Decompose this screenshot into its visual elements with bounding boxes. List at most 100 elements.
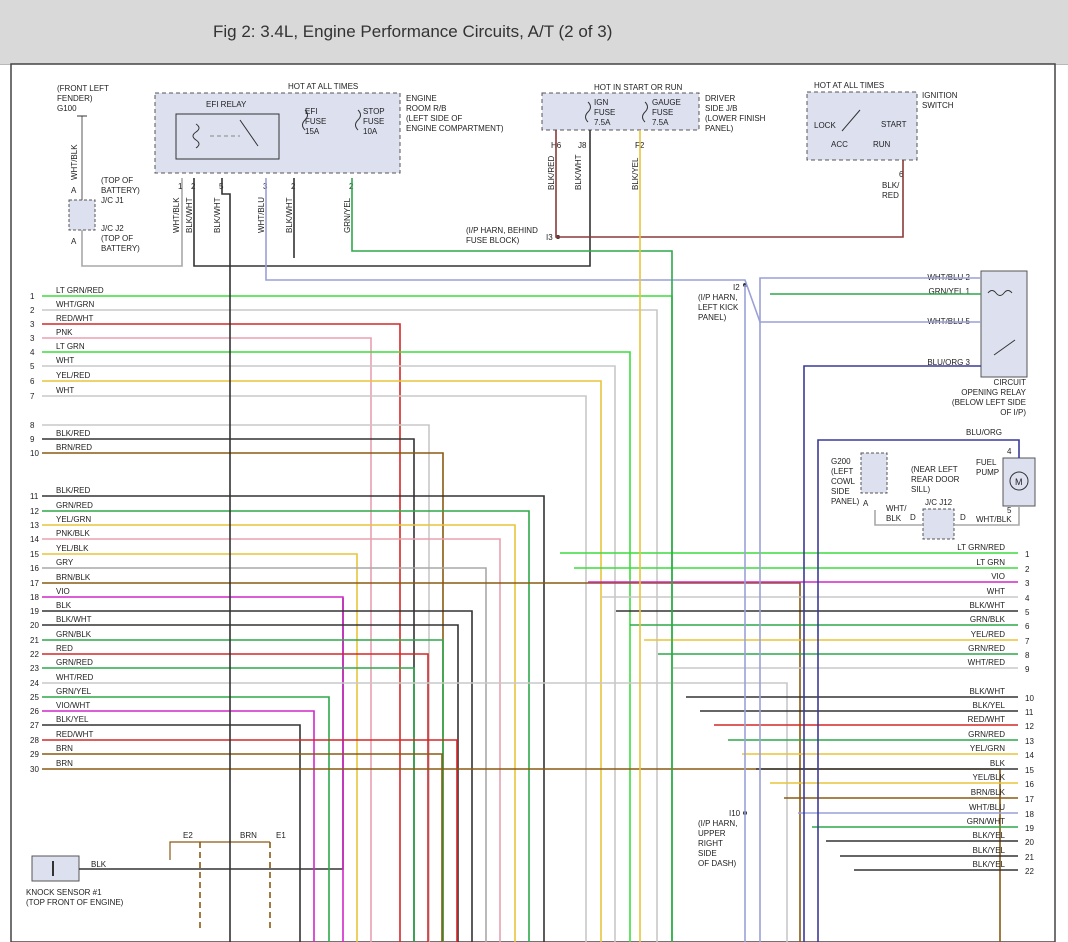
connector-wire-label: BLK/WHT [285, 197, 294, 233]
left-wire [42, 624, 459, 942]
blk-wht-down-wire [221, 178, 231, 942]
left-wire-number: 12 [30, 507, 39, 516]
left-wire [42, 582, 801, 942]
e2-label: E2 [183, 831, 193, 840]
right-wire-number: 16 [1025, 780, 1034, 789]
wht-blk-ground-wire [81, 178, 183, 267]
left-wire-number: 23 [30, 664, 39, 673]
jc-j12-label: J/C J12 [925, 498, 953, 507]
left-wire [42, 639, 444, 942]
blu-org-relay-wire [803, 365, 981, 942]
left-wire-label: BLK [56, 0, 72, 2]
left-wire-number: 19 [30, 607, 39, 616]
right-wire-label: LT GRN/RED [957, 543, 1005, 552]
right-wire-label: WHT/BLU [969, 803, 1005, 812]
left-wire [42, 724, 301, 942]
efi-fuse-icon [302, 109, 308, 131]
left-wire-label: WHT/GRN [56, 300, 94, 309]
right-wire-label: BLK/WHT [969, 687, 1005, 696]
right-wire-number: 20 [1025, 838, 1034, 847]
left-wire [42, 696, 330, 942]
left-wire-label: YEL/RED [56, 371, 90, 380]
i10-label: I10 [729, 809, 741, 818]
motor-m-label: M [1015, 477, 1023, 487]
connector-wire-label: WHT/BLK [172, 197, 181, 233]
left-wire-label: RED [56, 644, 73, 653]
cor-coil-icon [987, 290, 1013, 296]
i3-label: I3 [546, 233, 553, 242]
title-bar: Fig 2: 3.4L, Engine Performance Circuits… [0, 0, 1068, 65]
right-wire-number: 18 [1025, 810, 1034, 819]
left-wire-label: BLK/RED [56, 486, 90, 495]
right-wire-number: 17 [1025, 795, 1034, 804]
left-wire [42, 710, 315, 942]
left-wire-number: 17 [30, 579, 39, 588]
left-wire-number: 29 [30, 750, 39, 759]
e1-label: E1 [276, 831, 286, 840]
left-wire-number: 7 [30, 392, 35, 401]
ignition-switch-box [806, 91, 918, 161]
connector-wire-label: WHT/BLU [257, 197, 266, 233]
fuel-pump-pin-4: 4 [1007, 447, 1012, 456]
left-wire-number: 27 [30, 721, 39, 730]
right-wire-label: LT GRN [976, 558, 1005, 567]
right-wire-number: 2 [1025, 565, 1030, 574]
jb-wire-label: BLK/WHT [574, 154, 583, 190]
left-wire-label: GRN/RED [56, 658, 93, 667]
left-wire-number: 3 [30, 320, 35, 329]
lock-label: LOCK [814, 121, 836, 130]
jb-wire-label: BLK/YEL [631, 157, 640, 190]
left-wire [42, 667, 415, 942]
left-wire-label: BRN [56, 744, 73, 753]
left-wire-number: 9 [30, 435, 35, 444]
left-wire [42, 495, 545, 942]
right-wire-label: YEL/RED [971, 630, 1005, 639]
left-wire-label: BRN/BLK [56, 573, 91, 582]
left-wire-label: BLK/YEL [56, 715, 89, 724]
left-wire [42, 596, 344, 942]
left-wire-number: 1 [30, 292, 35, 301]
left-wire-label: YEL/BLK [56, 544, 89, 553]
right-wire-number: 4 [1025, 594, 1030, 603]
left-wire-label: VIO/WHT [56, 701, 90, 710]
left-wire-number: 5 [30, 362, 35, 371]
right-wire-number: 14 [1025, 751, 1034, 760]
acc-label: ACC [831, 140, 848, 149]
shield-wire [169, 841, 270, 860]
left-wire [42, 682, 788, 942]
left-wire [42, 380, 602, 942]
wht-blk-j12-label: WHT/BLK [886, 504, 907, 523]
right-wire-number: 22 [1025, 867, 1034, 876]
blk-red-ign-wire [555, 130, 904, 238]
right-wire-label: GRN/RED [968, 730, 1005, 739]
run-label: RUN [873, 140, 891, 149]
efi-relay-label: EFI RELAY [206, 100, 247, 109]
right-wire-label: YEL/BLK [973, 773, 1006, 782]
right-wire-number: 13 [1025, 737, 1034, 746]
wht-blu-relay-wire [759, 277, 981, 942]
hot-at-all-times-label: HOT AT ALL TIMES [288, 82, 358, 91]
fuel-pump-pin-5: 5 [1007, 506, 1012, 515]
right-wire-number: 6 [1025, 622, 1030, 631]
jc-j12-box [922, 508, 955, 540]
left-wire-number: 6 [30, 377, 35, 386]
left-wire-label: RED/WHT [56, 314, 93, 323]
relay-pin-label: GRN/YEL 1 [929, 287, 971, 296]
right-wire-label: WHT/RED [968, 658, 1006, 667]
blu-org-label: BLU/ORG [966, 428, 1002, 437]
ign-fuse-icon [585, 101, 591, 123]
stop-fuse-icon [355, 109, 361, 131]
left-wire-number: 13 [30, 521, 39, 530]
right-wire-number: 7 [1025, 637, 1030, 646]
left-wire-label: LT GRN/RED [56, 286, 104, 295]
right-wire-number: 1 [1025, 550, 1030, 559]
left-wire-label: GRN/BLK [56, 630, 92, 639]
